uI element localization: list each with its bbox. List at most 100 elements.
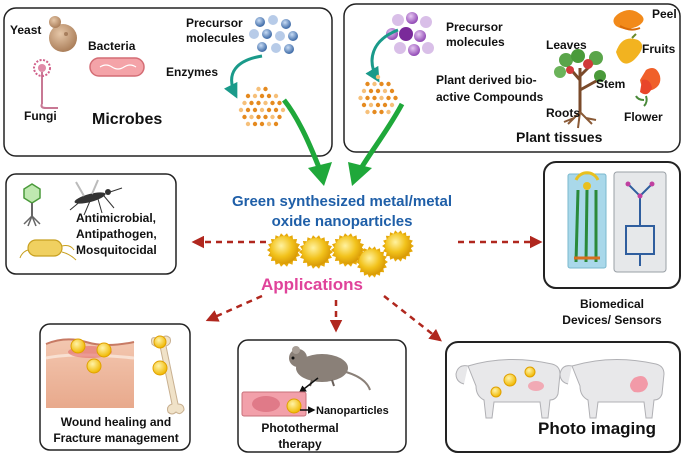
nanoparticle-dot (389, 88, 395, 94)
nanoparticle-dot (393, 95, 398, 101)
nanoparticle-dot (242, 100, 247, 106)
nanoparticle-dot (266, 93, 272, 99)
biomedical-label-1: Biomedical (580, 297, 644, 311)
photo-imaging-title: Photo imaging (538, 419, 656, 438)
stem-label: Stem (596, 77, 625, 91)
plant-compounds-label-1: Plant derived bio- (436, 73, 537, 87)
wound-label-1: Wound healing and (61, 415, 171, 429)
nanoparticle-dot (365, 81, 370, 87)
nanoparticle-dot (379, 109, 384, 115)
photothermal-panel: Nanoparticles Photothermal therapy (237, 339, 407, 453)
plant-tissues-title: Plant tissues (516, 129, 603, 145)
nanoparticle-dot (266, 107, 272, 113)
plant-teal-arrow (365, 28, 399, 83)
biomedical-panel (543, 161, 681, 289)
nanoparticle-dot (379, 95, 384, 101)
nanoparticle-dot (266, 121, 272, 127)
nanoparticle-dot (273, 107, 279, 113)
nanoparticle-dot (386, 81, 391, 87)
application-arrows (191, 235, 543, 342)
flower-icon (635, 68, 661, 107)
wound-healing-panel: Wound healing and Fracture management (39, 323, 191, 451)
nanoparticle-dot (256, 86, 261, 92)
nanoparticle-dot (379, 81, 384, 87)
nanoparticle-dot (277, 114, 282, 120)
nanoparticle-dot (372, 95, 377, 101)
nanoparticle-dot (280, 107, 286, 113)
nanoparticle-dot (259, 93, 265, 99)
nanoparticle-dot (361, 88, 367, 94)
center-title-line-1: Green synthesized metal/metal (232, 193, 452, 210)
nanoparticle-dot (256, 114, 261, 120)
wound-label-2: Fracture management (53, 431, 178, 445)
nanoparticle-dot (259, 107, 265, 113)
nanoparticle-dot (368, 88, 374, 94)
nanoparticle-dot (270, 114, 275, 120)
bacteria-label: Bacteria (88, 39, 136, 53)
nanoparticle-dot (382, 88, 388, 94)
nanoparticle-dot (242, 114, 247, 120)
nanoparticle-dot (263, 114, 268, 120)
nanoparticle-dot (372, 81, 377, 87)
cow-icon-left (455, 359, 561, 419)
photothermal-label-1: Photothermal (261, 421, 338, 435)
green-flow-arrows (282, 98, 405, 186)
nanoparticle-sphere (385, 233, 411, 259)
microbes-teal-arrow (223, 54, 263, 99)
nanoparticle-cluster (266, 230, 414, 278)
nanoparticle-sphere (359, 249, 385, 275)
cow-icon-right (559, 359, 665, 419)
virus-icon (23, 183, 41, 227)
nanoparticle-sphere (334, 236, 362, 264)
nanoparticle-dot (372, 109, 377, 115)
plant-precursor-label-1: Precursor (446, 20, 503, 34)
microbes-panel: Yeast Bacteria Fungi Microbes Precursor … (3, 7, 333, 157)
microbes-nanoparticle-cluster (238, 86, 286, 127)
microfluidic-chip-icon (613, 171, 667, 273)
nanoparticle-dot (361, 102, 367, 108)
microbes-title: Microbes (92, 111, 162, 128)
fruits-label: Fruits (642, 42, 676, 56)
roots-label: Roots (546, 106, 580, 120)
bacteria-icon (89, 57, 145, 77)
plant-tissues-panel: Precursor molecules Plant derived bio- a… (343, 3, 681, 153)
plant-compounds-label-2: active Compounds (436, 90, 544, 104)
nanoparticle-dot (252, 107, 258, 113)
nanoparticle-dot (252, 93, 258, 99)
nanoparticle-dot (263, 86, 268, 92)
skin-tissue-icon (45, 338, 135, 408)
nanoparticle-dot (277, 100, 282, 106)
plant-precursor-molecules (386, 12, 434, 56)
sensor-strip-icon (567, 171, 607, 269)
fungi-label: Fungi (24, 109, 57, 123)
nanoparticle-dot (273, 93, 279, 99)
nanoparticle-dot (375, 102, 381, 108)
enzymes-label: Enzymes (166, 65, 218, 79)
nanoparticle-dot (389, 102, 395, 108)
nanoparticle-dot (238, 107, 244, 113)
leaves-label: Leaves (546, 38, 587, 52)
nanoparticles-label: Nanoparticles (316, 405, 389, 417)
peel-icon (613, 10, 644, 31)
plant-precursor-label-2: molecules (446, 35, 505, 49)
nanoparticle-sphere (302, 238, 330, 266)
peel-label: Peel (652, 7, 677, 21)
applications-label: Applications (261, 275, 363, 294)
nanoparticle-dot (259, 121, 265, 127)
nanoparticle-dot (386, 95, 391, 101)
plant-nanoparticle-cluster (358, 74, 398, 115)
nanoparticle-dot (368, 102, 374, 108)
nanoparticle-dot (249, 100, 254, 106)
biomedical-label-2: Devices/ Sensors (562, 313, 662, 327)
mouse-icon (289, 346, 371, 391)
antimicrobial-label-1: Antimicrobial, (76, 211, 156, 225)
nanoparticle-dot (365, 109, 370, 115)
nanoparticle-dot (245, 107, 251, 113)
yeast-label: Yeast (10, 23, 41, 37)
nanoparticle-dot (252, 121, 258, 127)
photo-imaging-panel: Photo imaging (445, 341, 681, 453)
microbes-precursor-label-2: molecules (186, 31, 245, 45)
plant-tree-icon (554, 49, 606, 129)
nanoparticle-dot (365, 95, 370, 101)
